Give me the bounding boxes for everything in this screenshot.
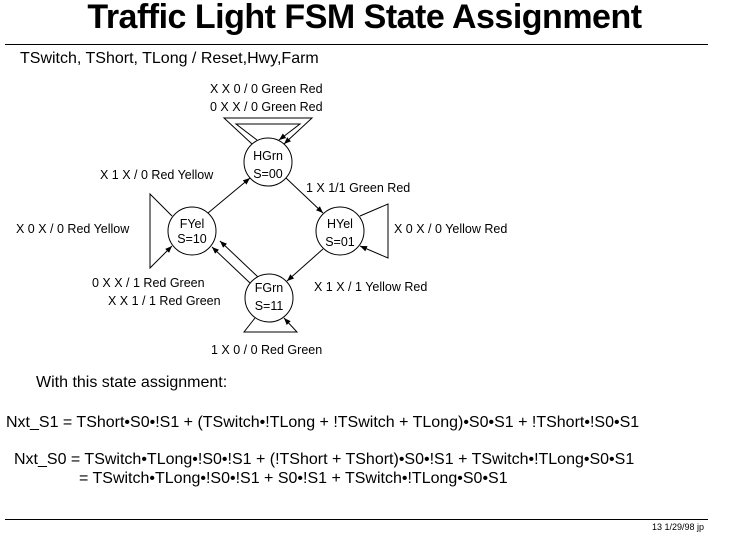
label-fgrn-to-fyel-1: 0 X X / 1 Red Green xyxy=(92,276,205,290)
io-signature: TSwitch, TShort, TLong / Reset,Hwy,Farm xyxy=(20,50,319,67)
page-title: Traffic Light FSM State Assignment xyxy=(87,0,642,36)
hgrn-to-hyel-arrow xyxy=(285,177,324,214)
fyel-to-hgrn-arrow xyxy=(207,177,251,214)
hyel-to-fgrn-arrow xyxy=(286,248,324,282)
label-fyel-to-hgrn: X 1 X / 0 Red Yellow xyxy=(100,168,214,182)
fgrn-to-fyel-arrow-2 xyxy=(219,240,259,278)
assignment-intro: With this state assignment: xyxy=(36,374,228,391)
hgrn-self-loop-inner xyxy=(234,123,302,141)
equation-nxt-s0-line2: = TSwitch•TLong•!S0•!S1 + S0•!S1 + TSwit… xyxy=(79,470,508,487)
label-hgrn-self-2: 0 X X / 0 Green Red xyxy=(210,100,323,114)
state-hgrn-name: HGrn xyxy=(253,149,283,163)
fgrn-to-fyel-arrow-1 xyxy=(211,246,251,284)
state-fyel-name: FYel xyxy=(180,217,205,231)
label-fyel-self: X 0 X / 0 Red Yellow xyxy=(16,222,130,236)
equation-nxt-s1: Nxt_S1 = TShort•S0•!S1 + (TSwitch•!TLong… xyxy=(6,414,640,431)
state-hyel-circle xyxy=(315,206,365,256)
label-fgrn-self: 1 X 0 / 0 Red Green xyxy=(211,343,322,357)
fgrn-self-loop xyxy=(242,317,299,333)
state-fgrn-name: FGrn xyxy=(255,281,284,295)
state-fyel-code: S=10 xyxy=(177,232,207,246)
state-hgrn-circle xyxy=(243,137,293,187)
title-divider xyxy=(5,44,708,45)
state-fgrn-code: S=11 xyxy=(255,299,284,313)
label-hgrn-to-hyel: 1 X 1/1 Green Red xyxy=(306,181,410,195)
equation-nxt-s0-line1: Nxt_S0 = TSwitch•TLong•!S0•!S1 + (!TShor… xyxy=(14,451,635,468)
hgrn-self-loop-outer xyxy=(222,117,314,145)
fyel-self-loop xyxy=(149,192,173,270)
label-fgrn-to-fyel-2: X X 1 / 1 Red Green xyxy=(108,294,221,308)
footer-page-info: 13 1/29/98 jp xyxy=(652,522,705,532)
label-hyel-self: X 0 X / 0 Yellow Red xyxy=(394,222,507,236)
state-hgrn-code: S=00 xyxy=(253,167,283,181)
state-hyel-code: S=01 xyxy=(325,235,355,249)
hyel-self-loop xyxy=(359,203,389,259)
label-hyel-to-fgrn: X 1 X / 1 Yellow Red xyxy=(314,280,427,294)
state-fyel-circle xyxy=(167,206,217,256)
footer-divider xyxy=(5,519,708,520)
label-hgrn-self-1: X X 0 / 0 Green Red xyxy=(210,82,323,96)
state-hyel-name: HYel xyxy=(327,217,353,231)
state-fgrn-circle xyxy=(244,273,294,323)
